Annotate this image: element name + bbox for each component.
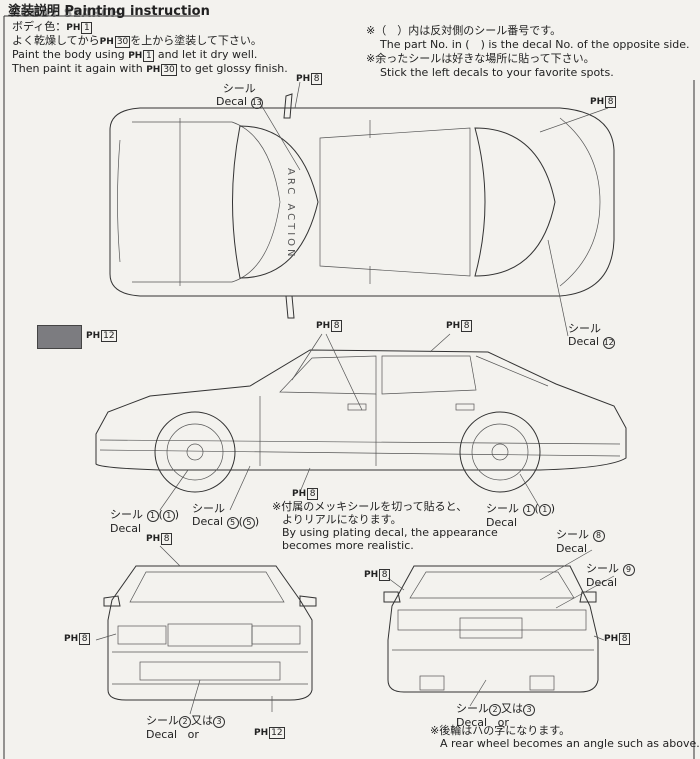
top-view-car: [109, 81, 615, 337]
side-decal-front-wheel: シール 1(1) Decal: [110, 508, 180, 535]
rear-view-car: [383, 549, 615, 707]
page-title: 塗装説明 Painting instruction: [8, 0, 210, 19]
title-jp: 塗装説明: [8, 4, 61, 19]
top-decal-bottom-label: シール Decal 12: [568, 322, 615, 349]
title-en: Painting instruction: [64, 4, 210, 19]
side-view-car: [95, 333, 627, 511]
top-decal-label: シール Decal 13: [216, 82, 263, 109]
plating-note: ※付属のメッキシールを切って貼ると、 よりリアルになります。 By using …: [272, 500, 498, 552]
side-decal-side: シール Decal 5(5): [192, 502, 260, 529]
note-en-2: Stick the left decals to your favorite s…: [380, 66, 614, 79]
rear-wheel-note: ※後輪はハの字になります。 A rear wheel becomes an an…: [430, 724, 700, 750]
top-side-logo-text: ARC ACTION: [285, 168, 296, 260]
color-swatch: [37, 325, 82, 349]
note-jp-1: ※（ ）内は反対側のシール番号です。: [366, 24, 562, 37]
side-decal-rear-wheel: シール 1(1) Decal: [486, 502, 556, 529]
rear-decal-mid: シール 9 Decal: [586, 562, 635, 589]
note-jp-2: ※余ったシールは好きな場所に貼って下さい。: [366, 52, 595, 65]
note-en-1: The part No. in ( ) is the decal No. of …: [380, 38, 690, 51]
rear-decal-top: シール 8 Decal: [556, 528, 605, 555]
front-view-car: [95, 545, 317, 715]
